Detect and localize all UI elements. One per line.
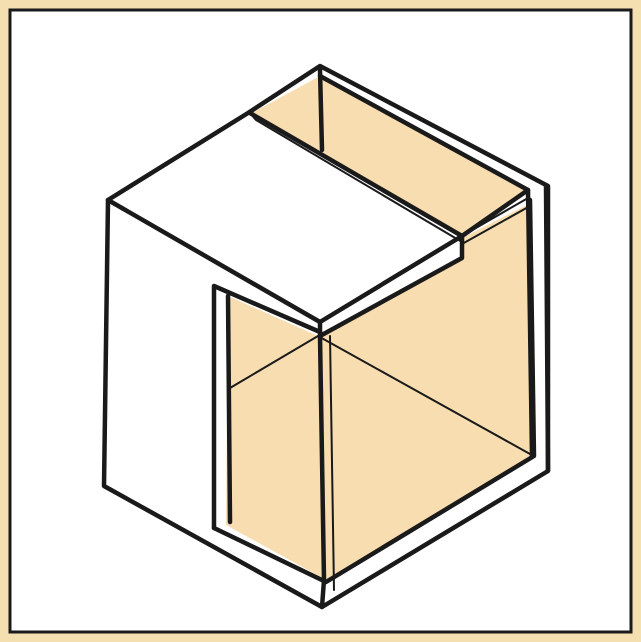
right-back-wall-fill bbox=[462, 205, 533, 455]
right-outer-edge bbox=[546, 186, 548, 470]
left-inner-jamb bbox=[228, 296, 230, 522]
back-vertical-edge bbox=[320, 70, 322, 150]
